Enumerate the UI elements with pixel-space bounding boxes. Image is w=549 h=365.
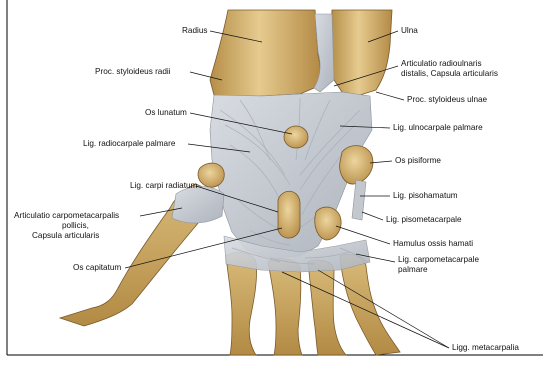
label-os-lunatum: Os lunatum	[145, 108, 187, 117]
label-articulatio-carpometacarpalis-1: Articulatio carpometacarpalis	[14, 211, 119, 220]
label-lig-carpometacarpale-2: palmare	[398, 265, 428, 274]
thumb-cmc-capsule	[172, 187, 224, 224]
leader-lig-pisometacarpale	[362, 212, 383, 220]
os-pisiforme-bone	[340, 146, 373, 184]
label-lig-pisometacarpale: Lig. pisometacarpale	[386, 215, 462, 224]
label-articulatio-radioulnaris-1: Articulatio radioulnaris	[401, 59, 482, 68]
label-articulatio-carpometacarpalis-2: pollicis,	[62, 221, 89, 230]
label-articulatio-radioulnaris-2: distalis, Capsula articularis	[401, 69, 498, 78]
label-lig-radiocarpale-palmare: Lig. radiocarpale palmare	[83, 139, 176, 148]
label-articulatio-carpometacarpalis-3: Capsula articularis	[32, 231, 99, 240]
os-lunatum-bone	[284, 126, 308, 148]
label-os-capitatum: Os capitatum	[73, 263, 121, 272]
label-proc-styloideus-radii: Proc. styloideus radii	[95, 67, 171, 76]
label-lig-ulnocarpale-palmare: Lig. ulnocarpale palmare	[393, 123, 483, 132]
anatomy-artwork	[60, 10, 400, 355]
label-ligg-metacarpalia: Ligg. metacarpalia	[452, 343, 519, 352]
label-os-pisiforme: Os pisiforme	[395, 156, 441, 165]
label-proc-styloideus-ulnae: Proc. styloideus ulnae	[407, 95, 488, 104]
label-lig-pisohamatum: Lig. pisohamatum	[393, 191, 458, 200]
metacarpal-4	[308, 260, 346, 355]
leader-proc-styloideus-ulnae	[376, 92, 404, 100]
metacarpal-5	[340, 254, 400, 355]
label-radius: Radius	[182, 26, 208, 35]
label-lig-carpi-radiatum: Lig. carpi radiatum	[130, 181, 198, 190]
pisometacarpal-strand	[352, 180, 366, 220]
label-ulna: Ulna	[401, 26, 418, 35]
trapezium-bone	[198, 163, 224, 187]
label-hamulus-ossis-hamati: Hamulus ossis hamati	[393, 239, 473, 248]
os-capitatum-bone	[278, 191, 300, 238]
hamulus-ossis-hamati-bone	[315, 207, 341, 240]
radius-bone	[210, 10, 320, 98]
label-lig-carpometacarpale-1: Lig. carpometacarpale	[398, 255, 479, 264]
ulna-bone	[331, 10, 392, 95]
